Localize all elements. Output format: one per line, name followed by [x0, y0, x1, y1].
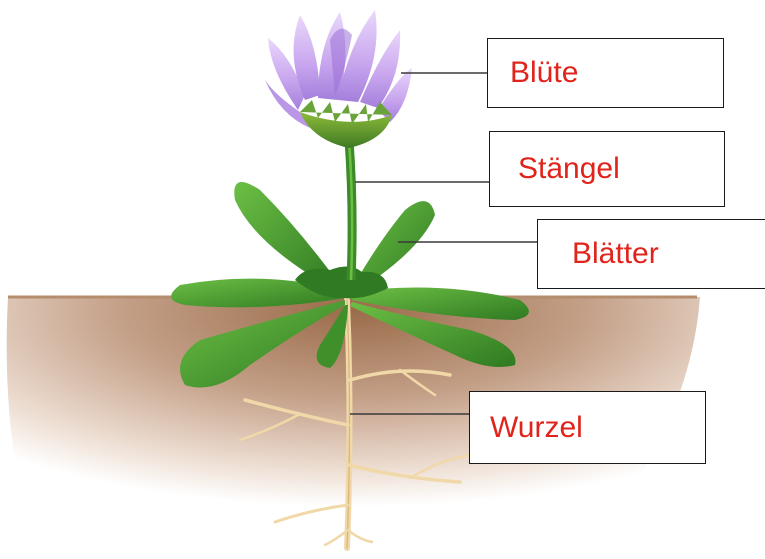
flower	[265, 10, 412, 148]
label-bluete: Blüte	[487, 38, 724, 108]
label-bluete-text: Blüte	[510, 56, 578, 90]
label-blaetter: Blätter	[537, 219, 765, 289]
label-wurzel: Wurzel	[469, 391, 706, 464]
label-staengel-text: Stängel	[518, 152, 620, 186]
label-wurzel-text: Wurzel	[490, 411, 583, 445]
stem	[349, 140, 352, 280]
label-staengel: Stängel	[489, 131, 725, 207]
label-blaetter-text: Blätter	[572, 237, 659, 271]
